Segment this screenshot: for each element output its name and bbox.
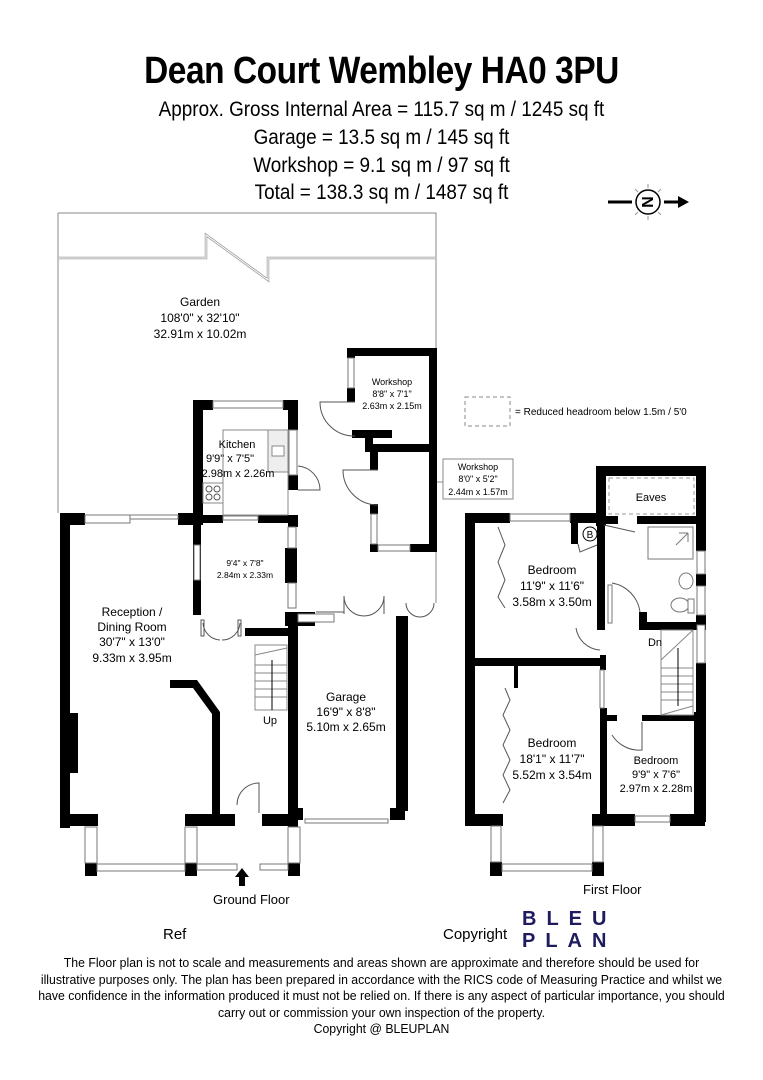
svg-text:Bedroom: Bedroom (528, 736, 577, 750)
reduced-headroom-legend-box (464, 396, 511, 427)
total-area: Total = 138.3 sq m / 1487 sq ft (254, 181, 509, 204)
stairs-icon (254, 644, 288, 711)
bathroom-fittings (647, 526, 695, 614)
svg-text:5.10m x 2.65m: 5.10m x 2.65m (306, 720, 385, 734)
svg-text:Reception /: Reception / (102, 605, 163, 619)
shower-icon (647, 526, 694, 560)
stairs-icon (660, 629, 694, 716)
ground-floor-windows (84, 357, 411, 872)
svg-text:2.97m x 2.28m: 2.97m x 2.28m (620, 783, 693, 795)
bleuplan-logo: BLEU PLAN (522, 908, 616, 952)
svg-text:Bedroom: Bedroom (528, 563, 577, 577)
disclaimer: The Floor plan is not to scale and measu… (36, 955, 727, 1038)
svg-text:8'0" x 5'2": 8'0" x 5'2" (458, 474, 497, 484)
svg-text:5.52m x 3.54m: 5.52m x 3.54m (512, 768, 591, 782)
svg-text:Dining Room: Dining Room (97, 620, 166, 634)
svg-text:16'9" x 8'8": 16'9" x 8'8" (316, 705, 375, 719)
svg-text:2.84m x 2.33m: 2.84m x 2.33m (217, 570, 273, 580)
first-floor-walls (465, 466, 706, 876)
basin-icon (678, 572, 694, 590)
svg-text:2.44m x 1.57m: 2.44m x 1.57m (448, 487, 508, 497)
garage-area: Garage = 13.5 sq m / 145 sq ft (253, 126, 510, 149)
kitchen-fittings (202, 429, 289, 516)
svg-text:Kitchen: Kitchen (219, 439, 256, 451)
stairs-up-label: Up (263, 715, 277, 727)
eaves-reduced-headroom (608, 477, 695, 515)
toilet-icon (670, 597, 690, 613)
disclaimer-text: The Floor plan is not to scale and measu… (38, 955, 725, 1020)
svg-text:18'1" x 11'7": 18'1" x 11'7" (520, 752, 585, 766)
page-title: Dean Court Wembley HA0 3PU (144, 50, 619, 92)
hob-icon (202, 482, 224, 504)
svg-text:2.98m x 2.26m: 2.98m x 2.26m (202, 468, 275, 480)
wardrobe (497, 526, 511, 804)
legend-text: = Reduced headroom below 1.5m / 5'0 (515, 407, 687, 418)
north-arrow-icon: N (608, 184, 689, 220)
ground-floor-walls (60, 348, 437, 876)
gross-internal-area: Approx. Gross Internal Area = 115.7 sq m… (158, 98, 605, 121)
first-floor-doors (575, 524, 643, 751)
svg-text:32.91m x 10.02m: 32.91m x 10.02m (154, 327, 247, 341)
svg-text:N: N (638, 196, 655, 208)
svg-text:Garage: Garage (326, 690, 366, 704)
svg-text:9'4" x 7'8": 9'4" x 7'8" (226, 558, 263, 568)
svg-text:2.63m x 2.15m: 2.63m x 2.15m (362, 401, 422, 411)
ground-floor-label: Ground Floor (213, 892, 290, 907)
copyright-line: Copyright @ BLEUPLAN (313, 1021, 450, 1036)
ground-floor-doors (200, 401, 435, 813)
svg-text:11'9" x 11'6": 11'9" x 11'6" (520, 579, 584, 593)
svg-text:108'0" x 32'10": 108'0" x 32'10" (160, 311, 239, 325)
entrance-arrow-icon (235, 868, 249, 886)
svg-text:Bedroom: Bedroom (634, 755, 679, 767)
stairs-down-label: Dn (648, 637, 662, 649)
first-floor-label: First Floor (583, 882, 642, 897)
boiler-icon (582, 526, 598, 542)
svg-text:B: B (587, 530, 594, 541)
svg-text:Garden: Garden (180, 295, 220, 309)
svg-text:9'9" x 7'6": 9'9" x 7'6" (632, 769, 680, 781)
svg-text:30'7" x 13'0": 30'7" x 13'0" (99, 635, 165, 649)
first-floor-windows (490, 513, 706, 872)
svg-text:9.33m x 3.95m: 9.33m x 3.95m (92, 651, 171, 665)
ref-label: Ref (163, 926, 187, 943)
svg-text:8'8" x 7'1": 8'8" x 7'1" (372, 389, 411, 399)
logo-line-2: PLAN (522, 930, 617, 952)
svg-text:Eaves: Eaves (636, 492, 667, 504)
svg-text:3.58m x 3.50m: 3.58m x 3.50m (512, 595, 591, 609)
workshop-area: Workshop = 9.1 sq m / 97 sq ft (253, 154, 510, 177)
svg-text:Workshop: Workshop (458, 462, 498, 472)
svg-text:9'9" x 7'5": 9'9" x 7'5" (206, 453, 254, 465)
logo-line-1: BLEU (522, 908, 617, 930)
copyright-label: Copyright (443, 926, 508, 943)
svg-text:Workshop: Workshop (372, 377, 412, 387)
